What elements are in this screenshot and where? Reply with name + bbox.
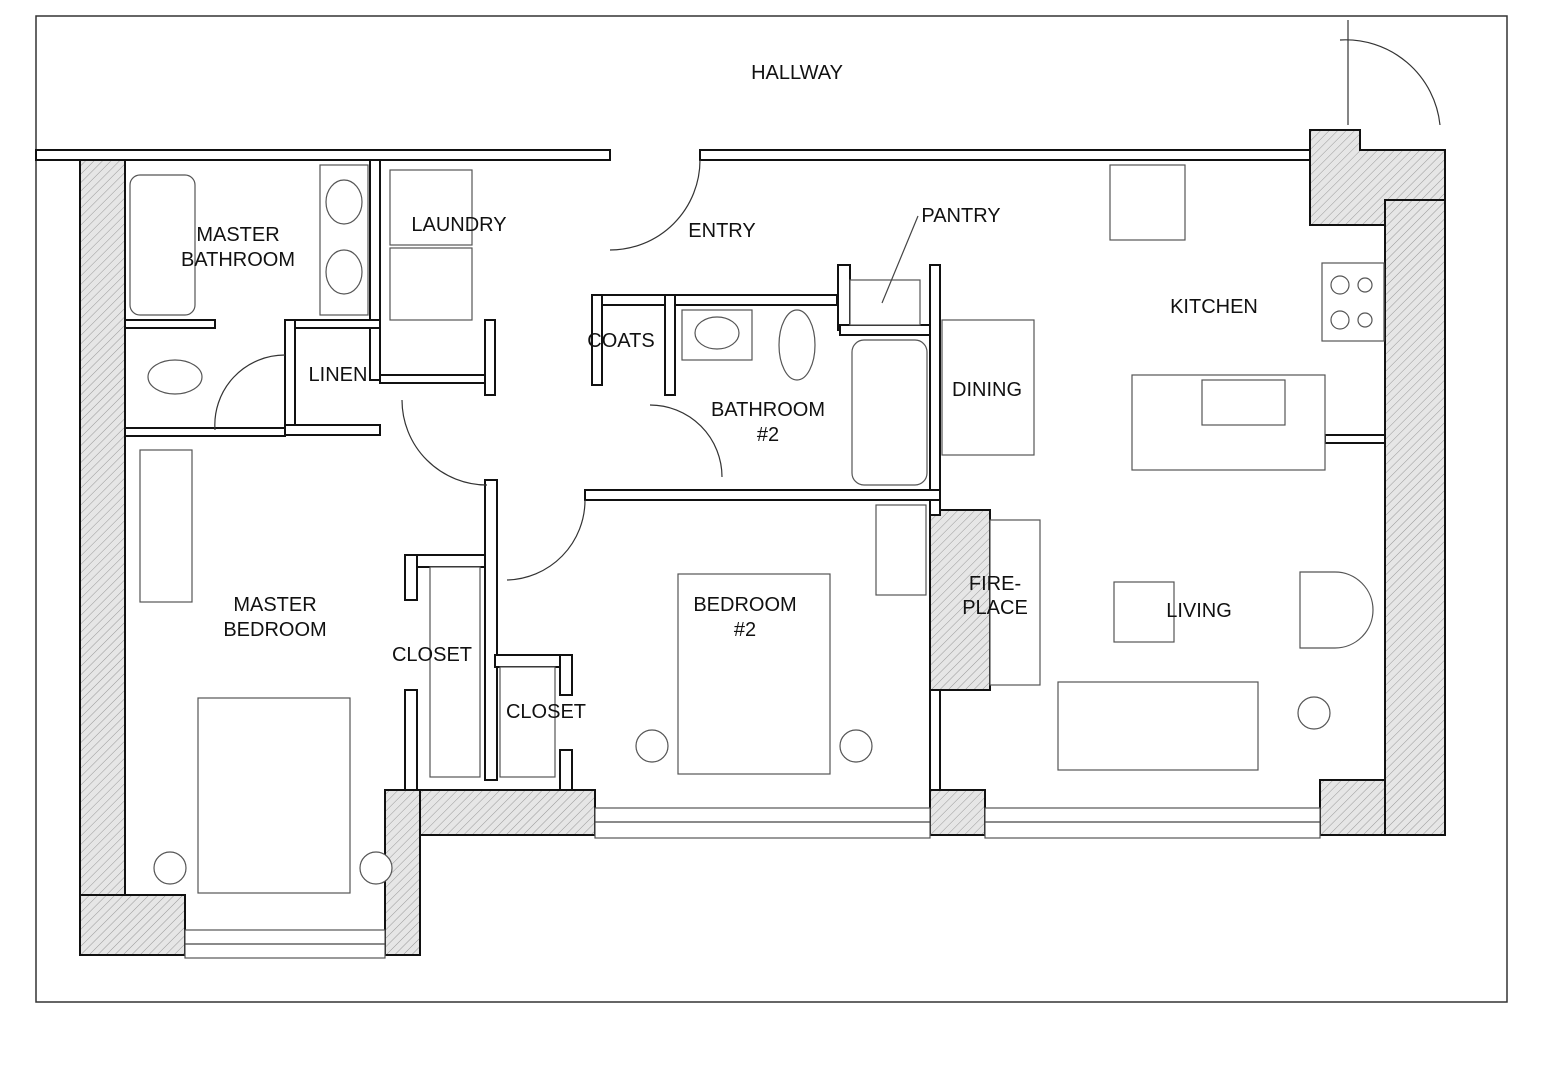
doors xyxy=(214,20,1441,581)
label-laundry: LAUNDRY xyxy=(411,214,506,236)
label-hallway: HALLWAY xyxy=(751,62,843,84)
label-fireplace: PLACE xyxy=(962,597,1028,619)
armchair xyxy=(1299,571,1374,649)
label-coats: COATS xyxy=(587,330,654,352)
label-dining: DINING xyxy=(952,379,1022,401)
label-bedroom-2: #2 xyxy=(734,619,756,641)
label-fireplace: FIRE- xyxy=(969,573,1021,595)
lamp-icon xyxy=(153,851,187,885)
drawing-border xyxy=(35,15,1508,1003)
label-pantry: PANTRY xyxy=(921,205,1000,227)
label-master-bedroom: MASTER xyxy=(233,594,316,616)
label-bathroom-2: BATHROOM xyxy=(711,399,825,421)
refrigerator xyxy=(1109,164,1186,241)
toilet-icon xyxy=(147,359,203,395)
fixtures xyxy=(129,164,1385,894)
sink-icon xyxy=(325,179,363,225)
lamp-icon xyxy=(635,729,669,763)
lamp-icon xyxy=(1297,696,1331,730)
room-labels: HALLWAY MASTER BATHROOM LAUNDRY ENTRY PA… xyxy=(181,62,1258,723)
stove-icon xyxy=(1321,262,1385,342)
bed-2 xyxy=(677,573,831,775)
label-master-bathroom: BATHROOM xyxy=(181,249,295,271)
toilet-icon xyxy=(778,309,816,381)
bathtub-master xyxy=(129,174,196,316)
label-entry: ENTRY xyxy=(688,220,755,242)
label-closet-master: CLOSET xyxy=(392,644,472,666)
label-master-bedroom: BEDROOM xyxy=(223,619,326,641)
dryer xyxy=(389,247,473,321)
label-living: LIVING xyxy=(1166,600,1232,622)
bathtub-2 xyxy=(851,339,928,486)
washer xyxy=(389,169,473,246)
windows xyxy=(184,807,1321,959)
label-bathroom-2: #2 xyxy=(757,424,779,446)
interior-walls xyxy=(35,149,1386,791)
master-bed xyxy=(197,697,351,894)
sink-icon xyxy=(325,249,363,295)
sofa xyxy=(1057,681,1259,771)
lamp-icon xyxy=(839,729,873,763)
label-closet-bedroom-2: CLOSET xyxy=(506,701,586,723)
lamp-icon xyxy=(359,851,393,885)
dining-table xyxy=(941,319,1035,456)
label-linen: LINEN xyxy=(309,364,368,386)
label-master-bathroom: MASTER xyxy=(196,224,279,246)
sink-icon xyxy=(694,316,740,350)
coffee-table xyxy=(1113,581,1175,643)
label-bedroom-2: BEDROOM xyxy=(693,594,796,616)
label-kitchen: KITCHEN xyxy=(1170,296,1258,318)
